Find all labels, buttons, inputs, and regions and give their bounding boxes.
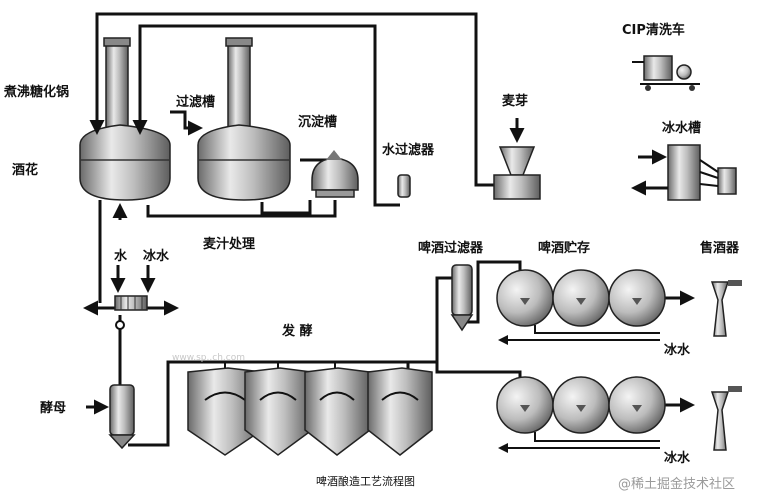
storage-tanks-upper	[496, 269, 666, 327]
ice-water-label-2: 冰水	[664, 342, 691, 358]
beer-dispenser-upper	[710, 280, 742, 337]
ice-water-label-3: 冰水	[664, 450, 691, 466]
boil-kettle-vessel	[79, 37, 171, 201]
settling-tank-label: 沉淀槽	[298, 114, 337, 130]
faint-watermark: www.sp..ch.com	[172, 353, 245, 363]
fermenter-tanks	[187, 367, 433, 456]
malt-hopper	[493, 146, 541, 200]
lauter-tun-label: 过滤槽	[176, 94, 215, 110]
beer-filter-unit	[450, 264, 474, 332]
fermenter-3	[304, 367, 371, 456]
diagram-caption: 啤酒酿造工艺流程图	[316, 474, 415, 488]
cip-cart-label: CIP清洗车	[622, 22, 685, 38]
yeast-tank-vessel	[108, 384, 136, 450]
site-watermark: @稀土掘金技术社区	[618, 476, 735, 492]
wort-treatment-label: 麦汁处理	[203, 236, 255, 252]
settling-tank-vessel	[311, 150, 359, 198]
beer-storage-label: 啤酒贮存	[538, 240, 590, 256]
ice-water-tank-label: 冰水槽	[662, 120, 701, 136]
yeast-label: 酵母	[40, 400, 66, 416]
lauter-tun-vessel	[197, 37, 291, 201]
ice-water-label-1: 冰水	[143, 248, 170, 264]
fermenter-2	[244, 367, 313, 456]
water-label: 水	[114, 248, 128, 264]
wort-heat-exchanger	[114, 295, 148, 311]
storage-tanks-lower	[496, 376, 666, 434]
malt-label: 麦芽	[502, 93, 528, 109]
water-filter-label: 水过滤器	[382, 142, 435, 158]
hops-label: 酒花	[12, 162, 38, 178]
beer-filter-label: 啤酒过滤器	[418, 240, 484, 256]
dispenser-label: 售酒器	[700, 240, 740, 256]
boil-kettle-label: 煮沸糖化锅	[3, 84, 69, 100]
beer-dispenser-lower	[710, 386, 742, 451]
fermentation-label: 发 酵	[281, 323, 313, 339]
ice-water-tank-vessel	[667, 144, 737, 201]
cip-cart	[632, 55, 700, 91]
fermenter-4	[367, 367, 433, 456]
water-filter-unit	[397, 174, 411, 198]
